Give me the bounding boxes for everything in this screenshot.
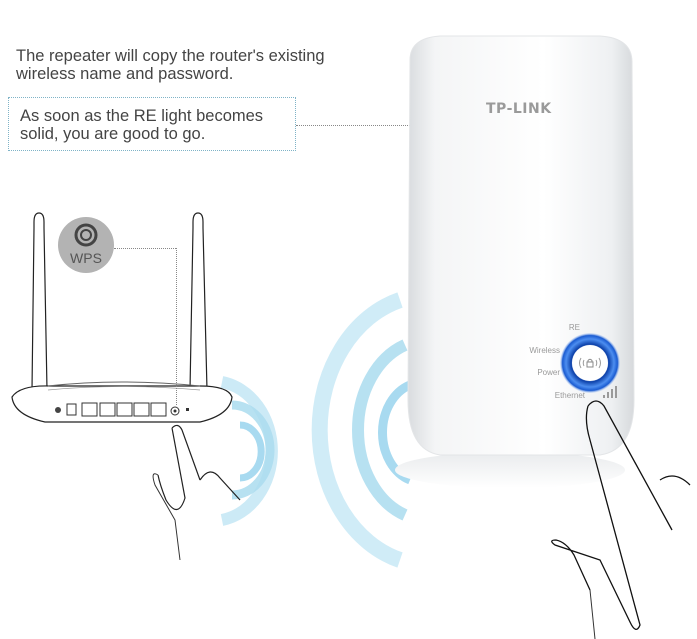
- intro-caption: The repeater will copy the router's exis…: [16, 47, 325, 83]
- wireless-lock-icon: [579, 357, 601, 369]
- tip-caption: As soon as the RE light becomes solid, y…: [20, 107, 264, 143]
- wps-connector-horizontal: [114, 248, 176, 249]
- led-label-wireless: Wireless: [529, 346, 560, 355]
- brand-logo: TP-LINK: [486, 101, 552, 117]
- tip-callout-box: [8, 97, 296, 151]
- led-label-ethernet: Ethernet: [554, 391, 585, 400]
- signal-bars-icon: [603, 386, 617, 398]
- wps-connector-vertical: [176, 248, 177, 405]
- wps-badge-label: WPS: [70, 250, 102, 266]
- led-label-power: Power: [537, 368, 560, 377]
- led-label-re: RE: [568, 323, 580, 332]
- wps-button-icon: [74, 223, 98, 247]
